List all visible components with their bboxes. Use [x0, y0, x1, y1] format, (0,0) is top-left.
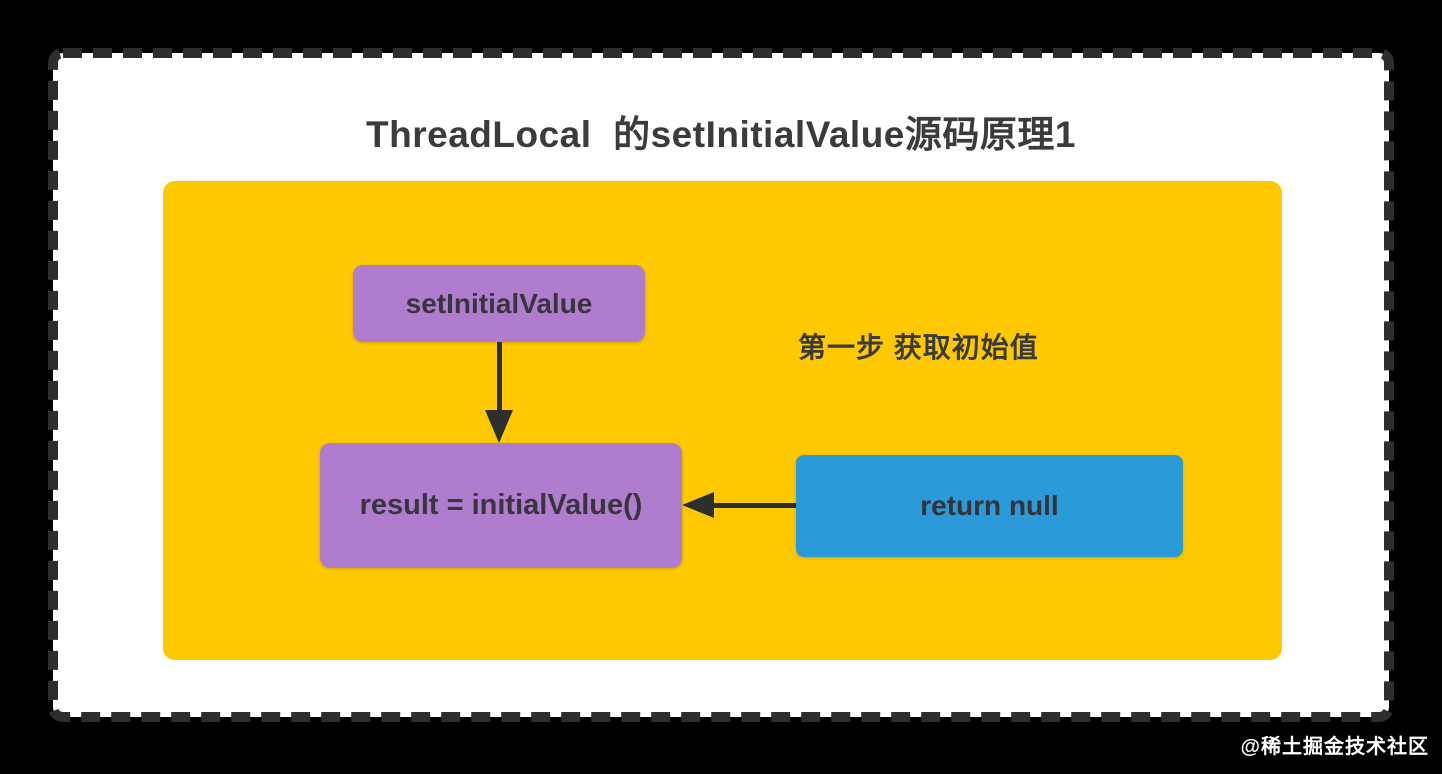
arrow-down-head — [485, 410, 513, 443]
node-set-initial-value-label: setInitialValue — [405, 287, 593, 319]
node-result: result = initialValue() — [320, 443, 682, 568]
step-annotation: 第一步 获取初始值 — [798, 332, 1039, 363]
node-set-initial-value: setInitialValue — [353, 265, 645, 342]
watermark-text: @稀土掘金技术社区 — [1240, 736, 1429, 758]
arrow-down-line — [497, 342, 502, 414]
arrow-left-head — [682, 492, 714, 518]
node-return-null-label: return null — [920, 490, 1059, 521]
node-result-label: result = initialValue() — [359, 489, 643, 521]
node-return-null: return null — [796, 455, 1183, 557]
page-title: ThreadLocal 的setInitialValue源码原理1 — [366, 114, 1076, 155]
diagram-canvas — [163, 181, 1282, 660]
arrow-left-line — [712, 503, 796, 508]
